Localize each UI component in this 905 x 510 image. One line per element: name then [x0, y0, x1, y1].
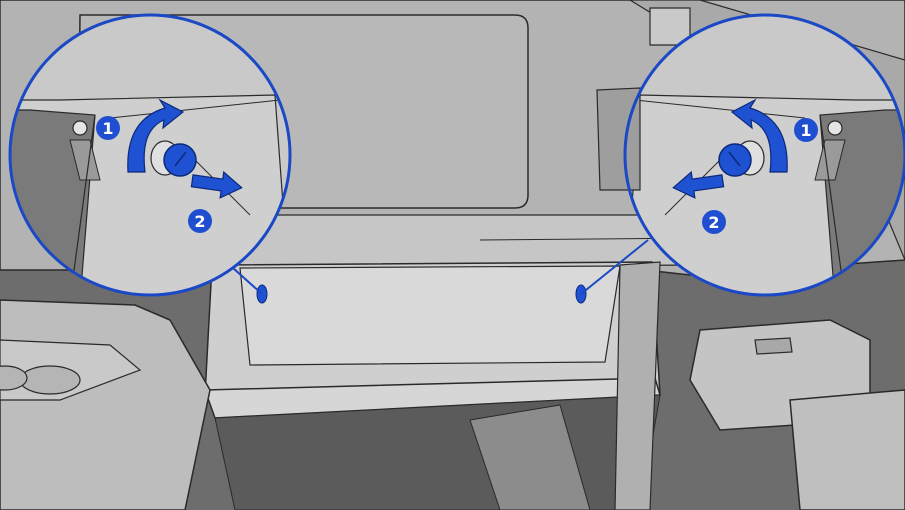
step-badge-1: 1 [96, 116, 120, 140]
svg-text:2: 2 [194, 212, 205, 231]
cup-holder [20, 366, 80, 394]
step-badge-2: 2 [702, 210, 726, 234]
dashboard-face [200, 215, 700, 268]
step-badge-2: 2 [188, 209, 212, 233]
right-seat [790, 390, 905, 510]
svg-text:2: 2 [708, 213, 719, 232]
step-badge-1: 1 [794, 118, 818, 142]
svg-text:1: 1 [800, 121, 811, 140]
svg-text:1: 1 [102, 119, 113, 138]
glove-box-interior [240, 266, 620, 365]
armrest-button [755, 338, 792, 354]
